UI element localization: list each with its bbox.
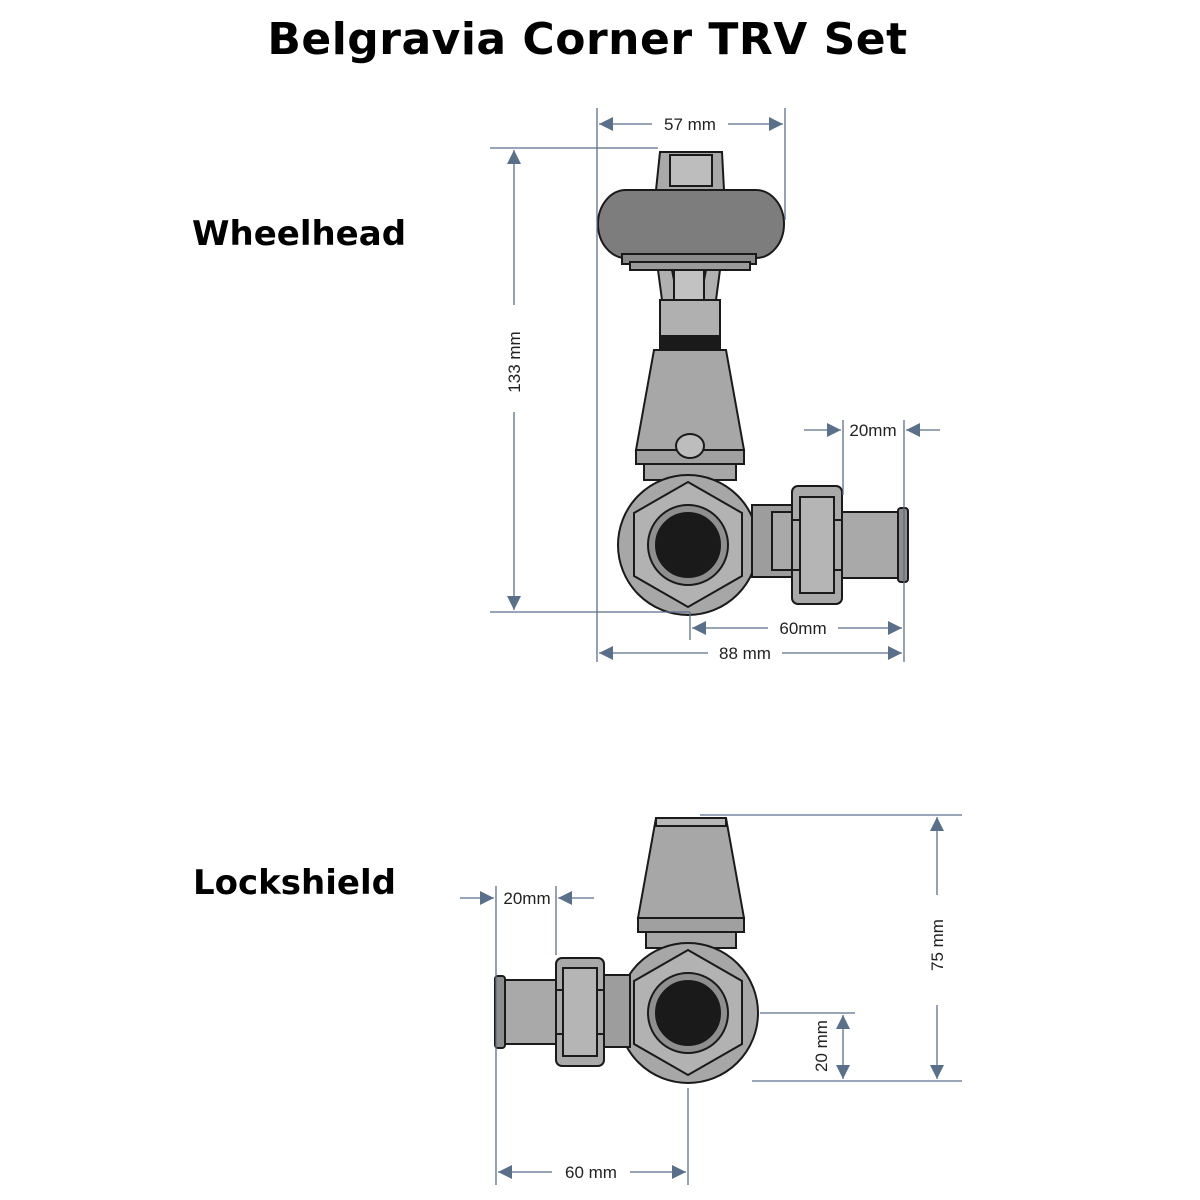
- dim-wheelhead-height: 133 mm: [505, 331, 524, 392]
- lockshield-bore: [655, 980, 721, 1046]
- dim-lockshield-height: 75 mm: [928, 919, 947, 971]
- dim-wheelhead-width: 57 mm: [664, 115, 716, 134]
- tail: [841, 511, 905, 579]
- wheelhead-label: Wheelhead: [192, 214, 407, 254]
- dim-lockshield-offset: 60 mm: [565, 1163, 617, 1182]
- page-title: Belgravia Corner TRV Set: [267, 14, 908, 65]
- lockshield-valve: [494, 817, 759, 1084]
- dim-lockshield-inlet: 20 mm: [812, 1020, 831, 1072]
- wheelhead-valve: [597, 151, 909, 616]
- dim-lockshield-tail: 20mm: [503, 889, 550, 908]
- dim-wheelhead-tail: 20mm: [849, 421, 896, 440]
- wheel-handle: [597, 189, 785, 259]
- dim-wheelhead-offset: 60mm: [779, 619, 826, 638]
- dim-wheelhead-total: 88 mm: [719, 644, 771, 663]
- inlet-bore: [655, 512, 721, 578]
- lockshield-tail: [499, 979, 557, 1045]
- lockshield-label: Lockshield: [193, 863, 396, 903]
